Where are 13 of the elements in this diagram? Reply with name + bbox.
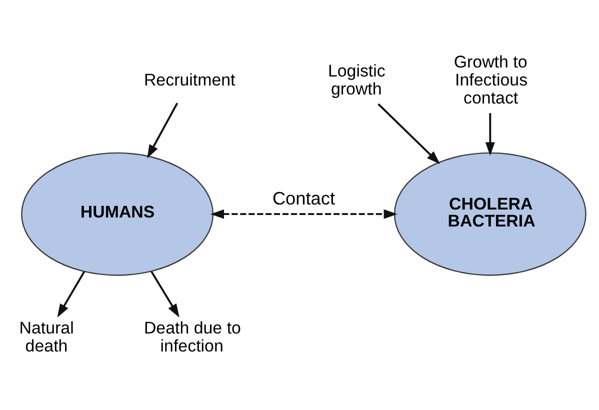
arrow <box>485 113 495 156</box>
node-text: Recruitment <box>144 70 236 90</box>
edge-label: Contact <box>272 188 335 208</box>
arrow <box>210 209 398 219</box>
node-text: Natural death <box>19 318 74 356</box>
arrow <box>378 103 440 164</box>
node-text: Death due to infection <box>144 318 241 356</box>
arrow <box>147 102 178 158</box>
node-ellipse: HUMANS <box>21 152 214 276</box>
node-text: Logistic growth <box>328 61 386 98</box>
arrow <box>150 271 180 318</box>
arrow <box>57 271 86 318</box>
node-text: Growth to Infectious contact <box>454 52 528 108</box>
